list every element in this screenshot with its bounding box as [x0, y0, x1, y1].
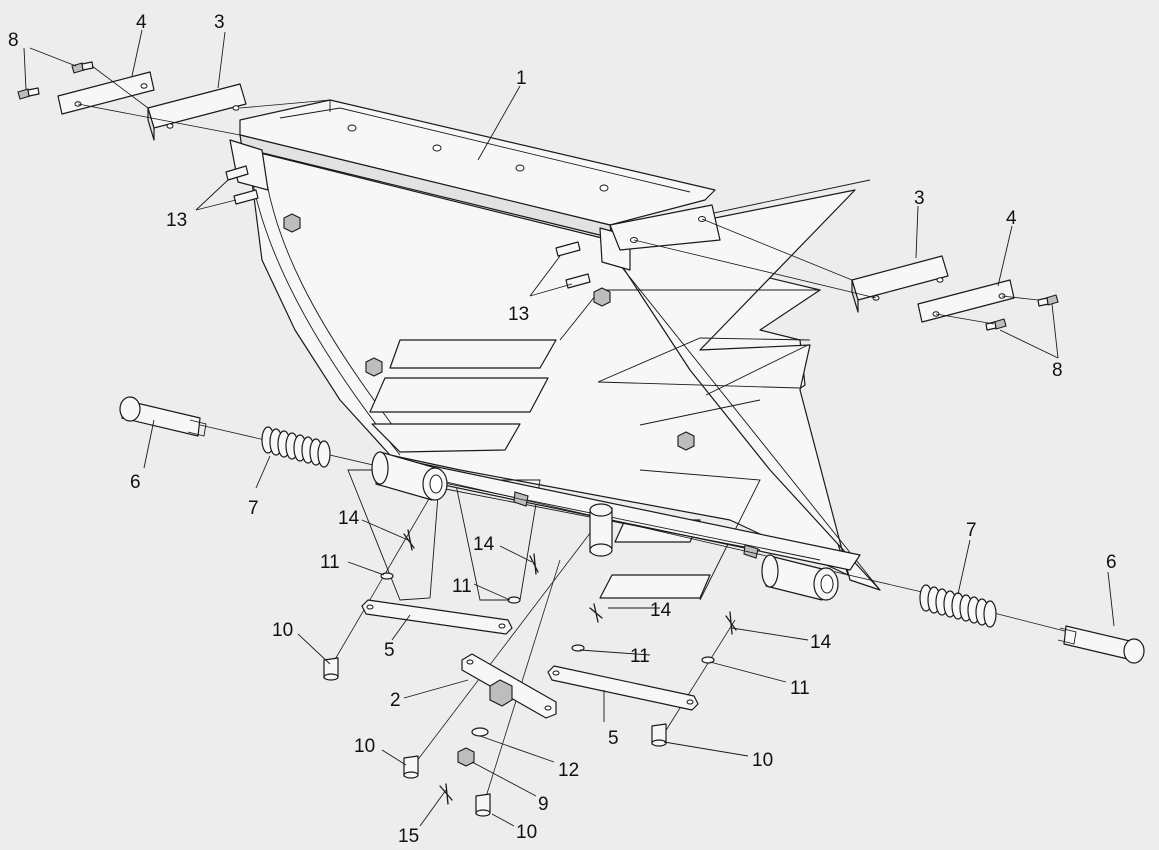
- callout-6-left: 6: [130, 472, 141, 493]
- callout-4-right: 4: [1006, 208, 1017, 229]
- part-7-left-spring: [261, 426, 331, 468]
- left-hinge-tube: [371, 451, 448, 501]
- part-9-nut: [457, 747, 475, 767]
- callout-12: 12: [558, 760, 579, 781]
- part-1-shield-frame: [229, 99, 881, 601]
- callout-11-mid-right: 11: [630, 646, 650, 667]
- center-boss: [589, 503, 613, 557]
- part-8-right-bolts: [985, 294, 1059, 331]
- part-3-left-angle-bracket: [147, 83, 247, 141]
- callout-14-left: 14: [338, 508, 360, 529]
- part-5-right-link: [547, 665, 699, 711]
- part-6-left-hinge-pin: [119, 396, 207, 437]
- callout-10-right: 10: [752, 750, 773, 771]
- part-15-cotter-pin: [439, 783, 453, 805]
- callout-8-right: 8: [1052, 360, 1063, 381]
- part-12-washer: [471, 727, 489, 737]
- callout-15: 15: [398, 826, 419, 847]
- callout-11-left: 11: [320, 552, 340, 573]
- callout-6-right: 6: [1106, 552, 1117, 573]
- leader-lines: [23, 29, 1115, 827]
- callout-7-left: 7: [248, 498, 259, 519]
- callout-14-center: 14: [473, 534, 495, 555]
- part-4-left-plate: [57, 71, 155, 115]
- part-5-left-link: [361, 599, 513, 635]
- callout-9: 9: [538, 794, 549, 815]
- callout-2: 2: [390, 690, 401, 711]
- part-4-right-plate: [917, 279, 1015, 323]
- callout-10-bottom: 10: [516, 822, 537, 843]
- callout-7-right: 7: [966, 520, 977, 541]
- part-11-washers: [380, 572, 715, 664]
- callout-5-right: 5: [608, 728, 619, 749]
- part-2-center-plate: [461, 653, 557, 719]
- right-hinge-tube: [761, 554, 839, 601]
- part-14-cotter-pins: [403, 529, 737, 635]
- part-10-pins: [323, 657, 667, 817]
- callout-13-center: 13: [508, 304, 529, 325]
- callout-10-bottom-left: 10: [354, 736, 375, 757]
- callout-11-center: 11: [452, 576, 472, 597]
- callout-5-left: 5: [384, 640, 395, 661]
- callout-8-top-left: 8: [8, 30, 19, 51]
- callout-10-left: 10: [272, 620, 293, 641]
- part-6-right-hinge-pin: [1057, 625, 1145, 664]
- part-7-right-spring: [919, 584, 997, 628]
- callout-3-right: 3: [914, 188, 925, 209]
- callout-14-mid-right: 14: [650, 600, 672, 621]
- callout-14-right: 14: [810, 632, 832, 653]
- callout-labels: 1 3 4 8 13 13 3 4 8 6 7 14 14 11 11 14 1…: [8, 12, 1117, 847]
- callout-13-left: 13: [166, 210, 187, 231]
- callout-1: 1: [516, 68, 527, 89]
- callout-3-top-left: 3: [214, 12, 225, 33]
- callout-4-top-left: 4: [136, 12, 147, 33]
- callout-11-right: 11: [790, 678, 810, 699]
